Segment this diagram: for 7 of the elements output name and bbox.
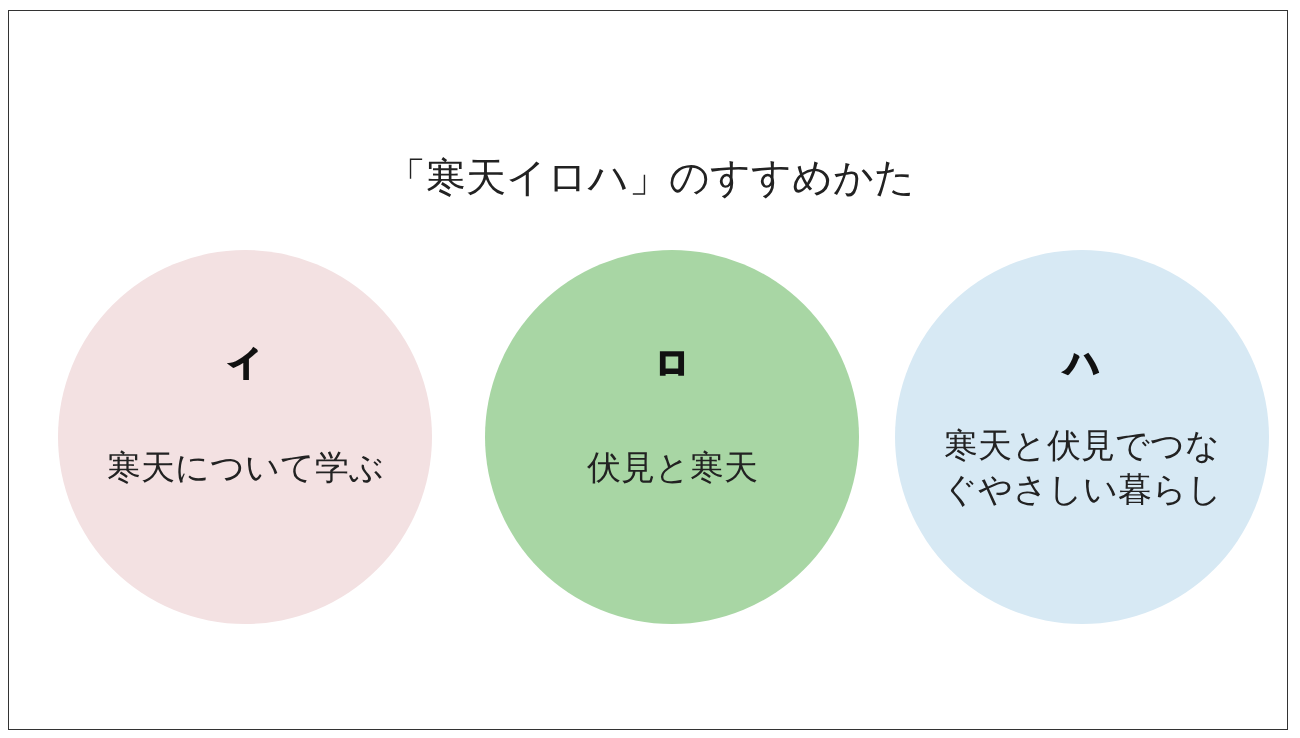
circle-text: 寒天と伏見でつなぐやさしい暮らし	[941, 424, 1223, 511]
circle-text: 寒天について学ぶ	[106, 446, 384, 489]
circle-heading: ロ	[654, 342, 690, 382]
circle-heading: イ	[227, 342, 263, 382]
circle-text: 伏見と寒天	[586, 446, 758, 489]
title: 「寒天イロハ」のすすめかた	[384, 153, 916, 202]
circle-heading: ハ	[1064, 342, 1100, 382]
